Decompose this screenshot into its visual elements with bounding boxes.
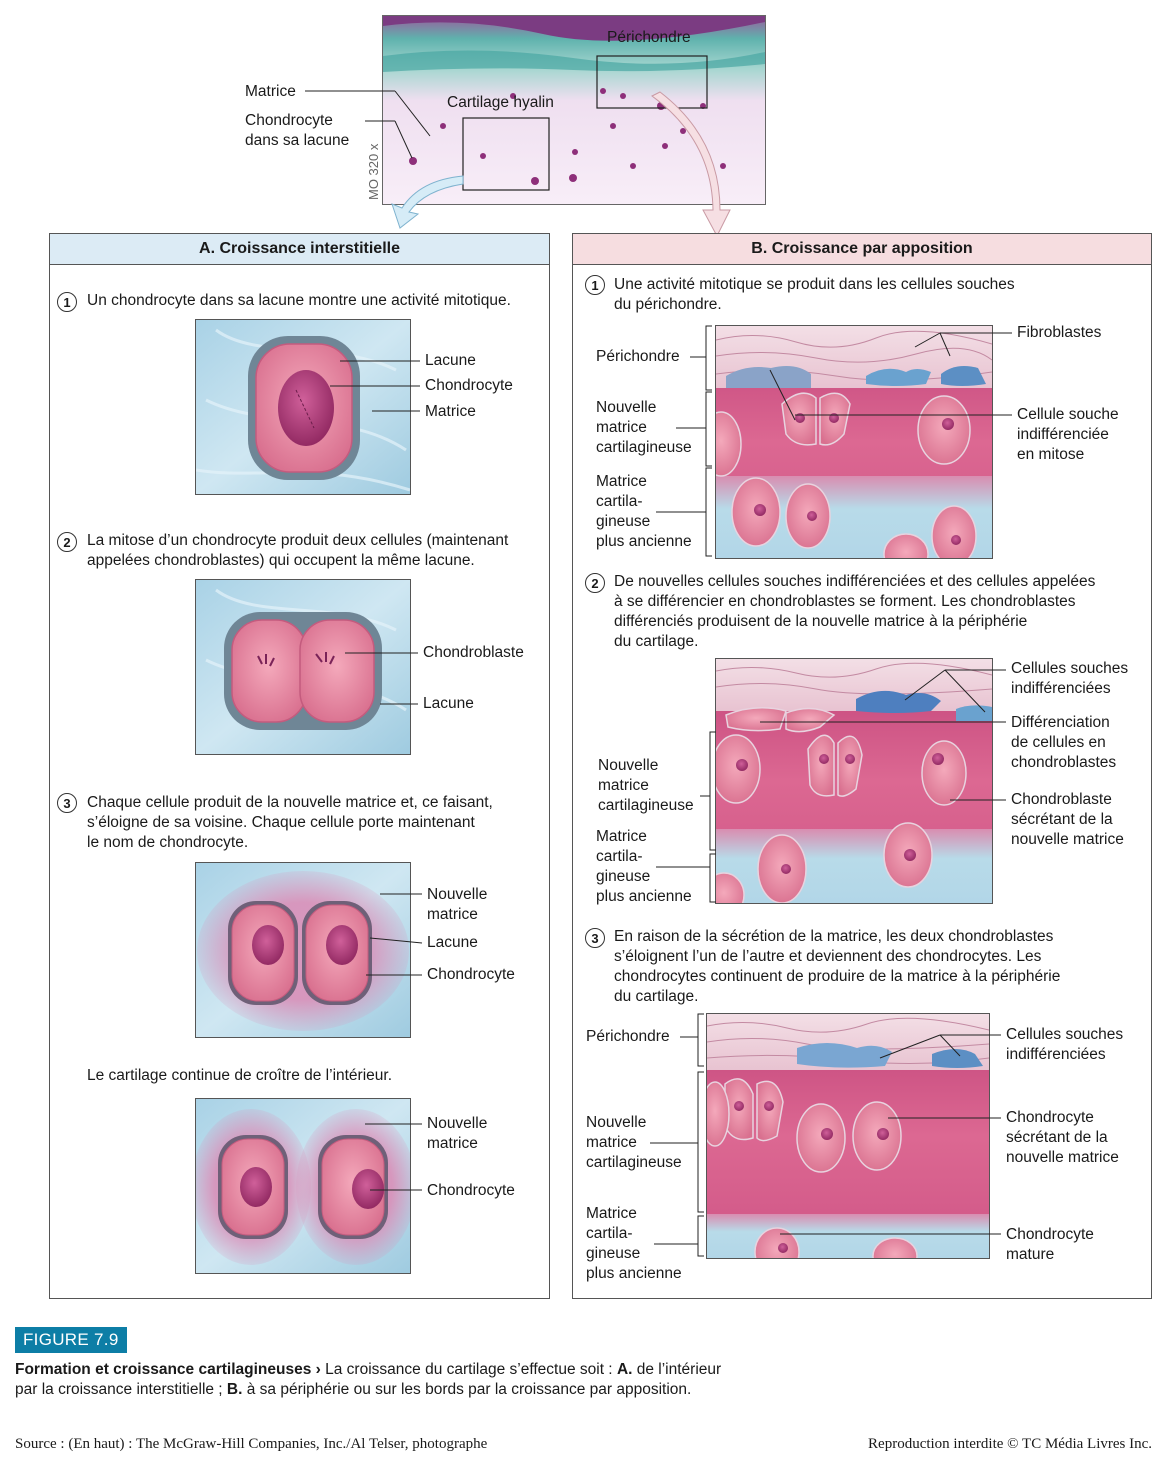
panel-b-leaders: [650, 325, 1012, 1257]
panel-b-step1-number: 1: [585, 275, 605, 295]
panel-b-step3-label-chondrocyte-mature: Chondrocyte mature: [1006, 1226, 1094, 1263]
panel-a-leaders: [330, 360, 423, 1191]
panel-a-step1-number: 1: [57, 292, 77, 312]
panel-b-step2-label-chondroblaste: Chondroblaste sécrétant de la nouvelle m…: [1011, 791, 1124, 848]
panel-b-step1-text: Une activité mitotique se produit dans l…: [614, 276, 1015, 313]
panel-a-step1-label-matrice: Matrice: [425, 403, 476, 420]
panel-a-step1-text: Un chondrocyte dans sa lacune montre une…: [87, 292, 511, 309]
caption-a: A.: [616, 1361, 633, 1378]
micrograph-label-chondrocyte: Chondrocyte dans sa lacune: [245, 112, 350, 149]
panel-a-step3-label-lacune: Lacune: [427, 934, 478, 951]
panel-a-step1-label-chondrocyte: Chondrocyte: [425, 377, 513, 394]
arrow-to-panel-a: [391, 175, 464, 229]
panel-a-step3-text: Chaque cellule produit de la nouvelle ma…: [87, 794, 493, 851]
panel-b-step2-number: 2: [585, 573, 605, 593]
panel-b-step3-label-perichondre: Périchondre: [586, 1028, 670, 1045]
micrograph-label-perichondre: Périchondre: [607, 29, 691, 46]
panel-b-step1-illustration: [715, 325, 993, 559]
panel-b-step2-label-matrice-ancienne: Matrice cartila- gineuse plus ancienne: [596, 828, 692, 905]
panel-b-step3-label-matrice-ancienne: Matrice cartila- gineuse plus ancienne: [586, 1205, 682, 1282]
rights-notice: Reproduction interdite © TC Média Livres…: [868, 1436, 1152, 1452]
caption-part1: La croissance du cartilage s’effectue so…: [320, 1361, 617, 1378]
caption-part2: de l’intérieur par la croissance interst…: [15, 1361, 722, 1398]
panel-a-step2-illustration: [195, 579, 411, 755]
panel-b-step2-illustration: [715, 658, 993, 904]
panel-b-step3-number: 3: [585, 928, 605, 948]
panel-a-step2-text: La mitose d’un chondrocyte produit deux …: [87, 532, 509, 569]
panel-a-step3-label-chondrocyte: Chondrocyte: [427, 966, 515, 983]
panel-a-step4-label-chondrocyte: Chondrocyte: [427, 1182, 515, 1199]
panel-b-step2-label-differenciation: Différenciation de cellules en chondrobl…: [1011, 714, 1117, 771]
panel-b-step3-label-nouvelle-matrice: Nouvelle matrice cartilagineuse: [586, 1114, 682, 1171]
panel-b-step2-label-nouvelle-matrice: Nouvelle matrice cartilagineuse: [598, 757, 694, 814]
panel-a-step1-label-lacune: Lacune: [425, 352, 476, 369]
caption-part3: à sa périphérie ou sur les bords par la …: [242, 1381, 692, 1398]
panel-a-step4-illustration: [195, 1098, 411, 1274]
panel-a-title: A. Croissance interstitielle: [50, 234, 549, 265]
micrograph-label-matrice: Matrice: [245, 83, 296, 100]
panel-b-step3-text: En raison de la sécrétion de la matrice,…: [614, 928, 1061, 1005]
panel-a-step3-label-nouvelle-matrice: Nouvelle matrice: [427, 886, 488, 923]
panel-b-step1-label-fibroblastes: Fibroblastes: [1017, 324, 1102, 341]
panel-a-step2-label-chondroblaste: Chondroblaste: [423, 644, 524, 661]
panel-a-step2-number: 2: [57, 532, 77, 552]
panel-b-step1-label-matrice-ancienne: Matrice cartila- gineuse plus ancienne: [596, 473, 692, 550]
panel-b-step2-text: De nouvelles cellules souches indifféren…: [614, 573, 1096, 650]
source-credit: Source : (En haut) : The McGraw-Hill Com…: [15, 1436, 488, 1452]
panel-b-step1-label-perichondre: Périchondre: [596, 348, 680, 365]
panel-b-step2-label-cellules-souches: Cellules souches indifférenciées: [1011, 660, 1129, 697]
micrograph-image: [383, 16, 765, 204]
figure-tag: FIGURE 7.9: [15, 1327, 127, 1353]
panel-b-step1-label-cellule-souche: Cellule souche indifférenciée en mitose: [1017, 406, 1119, 463]
caption-title: Formation et croissance cartilagineuses: [15, 1361, 312, 1378]
figure-caption: Formation et croissance cartilagineuses …: [15, 1360, 915, 1400]
micrograph: [382, 15, 766, 205]
panel-b-step3-illustration: [706, 1013, 990, 1259]
panel-a-step1-illustration: [195, 319, 411, 495]
panel-b-step3-label-chondrocyte-secretant: Chondrocyte sécrétant de la nouvelle mat…: [1006, 1109, 1119, 1166]
caption-b: B.: [226, 1381, 243, 1398]
panel-a-step2-label-lacune: Lacune: [423, 695, 474, 712]
caption-arrow: ›: [315, 1361, 321, 1378]
panel-a-step3-number: 3: [57, 793, 77, 813]
panel-b-title: B. Croissance par apposition: [573, 234, 1151, 265]
panel-a-step4-label-nouvelle-matrice: Nouvelle matrice: [427, 1115, 488, 1152]
panel-a-step4-text: Le cartilage continue de croître de l’in…: [87, 1067, 393, 1084]
panel-a-step3-illustration: [195, 862, 411, 1038]
panel-b-step1-label-nouvelle-matrice: Nouvelle matrice cartilagineuse: [596, 399, 692, 456]
panel-b-step3-label-cellules-souches: Cellules souches indifférenciées: [1006, 1026, 1124, 1063]
arrow-to-panel-b: [651, 91, 731, 238]
micrograph-label-cartilage-hyalin: Cartilage hyalin: [447, 94, 554, 111]
micrograph-leaders: [305, 90, 731, 238]
